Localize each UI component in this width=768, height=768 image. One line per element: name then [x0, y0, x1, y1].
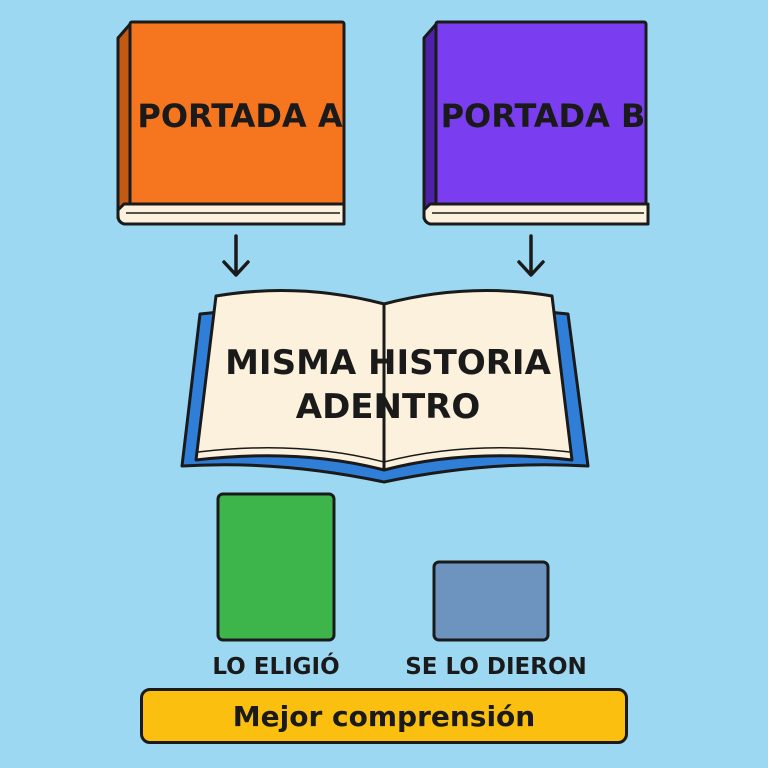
bar-chose	[216, 492, 336, 642]
arrow-right	[517, 234, 545, 277]
bar-given	[432, 560, 550, 642]
arrow-left	[222, 234, 250, 277]
cover-b-label: PORTADA B	[441, 97, 646, 135]
book-cover-a: PORTADA A	[116, 20, 346, 226]
bar-chose-label: LO ELIGIÓ	[212, 652, 339, 680]
result-banner: Mejor comprensión	[140, 688, 628, 744]
open-book: MISMA HISTORIA ADENTRO	[180, 289, 590, 484]
book-cover-b: PORTADA B	[422, 20, 650, 226]
cover-a-label: PORTADA A	[137, 97, 342, 135]
open-book-line2: ADENTRO	[296, 387, 481, 427]
result-banner-text: Mejor comprensión	[232, 699, 536, 733]
open-book-line1: MISMA HISTORIA	[225, 343, 551, 383]
bar-given-label: SE LO DIERON	[405, 654, 587, 680]
